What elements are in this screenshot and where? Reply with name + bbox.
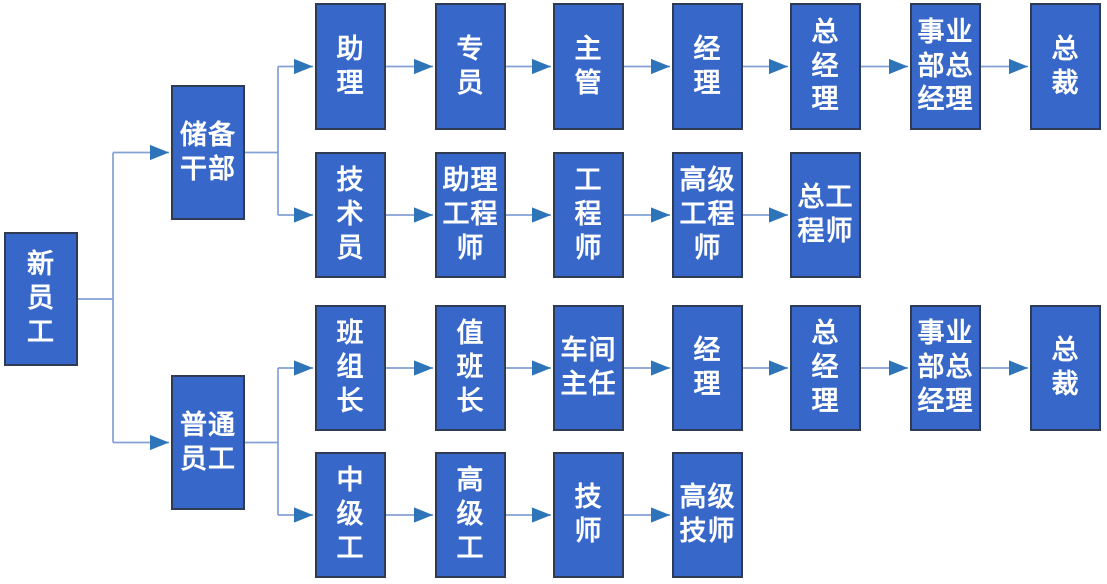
node-label: 高 级 工 [456, 465, 485, 563]
node-label: 值 班 长 [456, 318, 485, 416]
node-label: 经 理 [693, 33, 722, 98]
node-label: 助 理 [336, 33, 365, 98]
node-label: 事业 部总 经理 [917, 318, 974, 416]
node-engineer: 工 程 师 [553, 152, 624, 278]
node-label: 总 经 理 [811, 318, 840, 416]
node-label: 事业 部总 经理 [917, 16, 974, 115]
node-label: 中 级 工 [336, 465, 365, 563]
node-chief-engineer: 总工 程师 [790, 152, 861, 278]
node-intermediate-worker: 中 级 工 [315, 452, 386, 578]
node-general-manager-2: 总 经 理 [790, 305, 861, 431]
node-label: 储备 干部 [180, 119, 236, 184]
node-assistant: 助 理 [315, 3, 386, 130]
node-label: 普通 员工 [180, 409, 236, 474]
node-label: 助理 工程 师 [442, 165, 499, 263]
node-specialist: 专 员 [435, 3, 506, 130]
node-label: 工 程 师 [574, 165, 603, 263]
node-president-1: 总 裁 [1030, 3, 1101, 130]
node-label: 总 裁 [1051, 33, 1080, 98]
node-label: 高级 技师 [679, 482, 736, 546]
node-label: 高级 工程 师 [679, 165, 736, 263]
node-workshop-director: 车间 主任 [553, 305, 624, 431]
node-label: 技 术 员 [336, 165, 365, 263]
node-shift-leader: 值 班 长 [435, 305, 506, 431]
node-manager-2: 经 理 [672, 305, 743, 431]
node-team-leader: 班 组 长 [315, 305, 386, 431]
node-senior-worker: 高 级 工 [435, 452, 506, 578]
node-label: 总工 程师 [797, 182, 854, 246]
node-label: 技 师 [574, 482, 603, 546]
node-manager-1: 经 理 [672, 3, 743, 130]
node-label: 新 员 工 [27, 249, 55, 347]
node-label: 总 经 理 [811, 16, 840, 115]
node-ordinary-employee: 普通 员工 [171, 375, 245, 510]
node-label: 总 裁 [1051, 335, 1080, 399]
node-new-employee: 新 员 工 [4, 232, 78, 366]
node-label: 车间 主任 [560, 335, 617, 399]
node-assistant-engineer: 助理 工程 师 [435, 152, 506, 278]
node-skilled-technician: 技 师 [553, 452, 624, 578]
node-division-general-manager-2: 事业 部总 经理 [910, 305, 981, 431]
node-division-general-manager-1: 事业 部总 经理 [910, 3, 981, 130]
node-reserve-cadre: 储备 干部 [171, 85, 245, 220]
node-senior-engineer: 高级 工程 师 [672, 152, 743, 278]
node-senior-skilled-technician: 高级 技师 [672, 452, 743, 578]
node-technician: 技 术 员 [315, 152, 386, 278]
node-label: 专 员 [456, 33, 485, 98]
node-label: 经 理 [693, 335, 722, 399]
node-supervisor: 主 管 [553, 3, 624, 130]
node-president-2: 总 裁 [1030, 305, 1101, 431]
node-label: 主 管 [574, 33, 603, 98]
node-label: 班 组 长 [336, 318, 365, 416]
node-general-manager-1: 总 经 理 [790, 3, 861, 130]
